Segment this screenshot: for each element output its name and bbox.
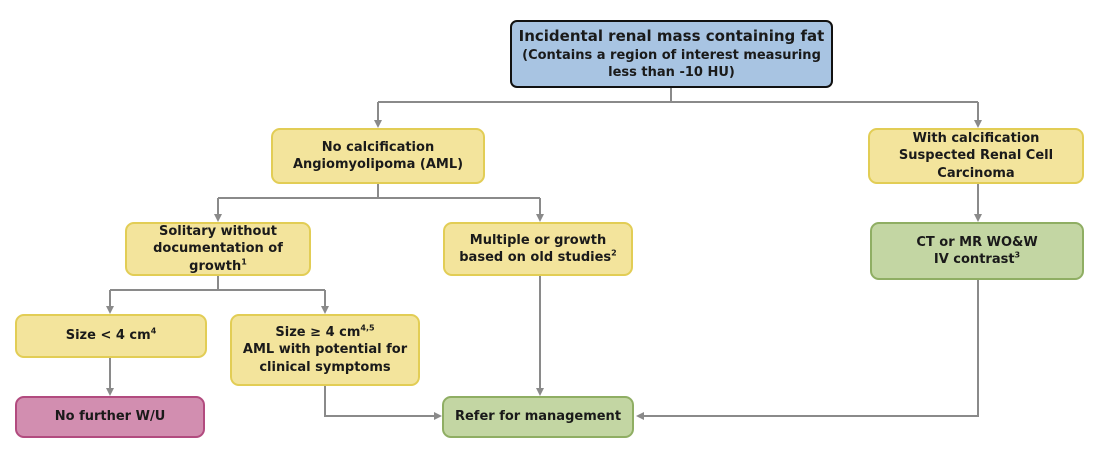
node-with-calc-line1: With calcification xyxy=(912,131,1040,147)
node-solitary-line2: documentation of growth xyxy=(153,241,283,274)
node-ct-or-mr: CT or MR WO&W IV contrast3 xyxy=(870,222,1084,280)
node-size-large-line1: Size ≥ 4 cm xyxy=(275,325,361,341)
footnote-3: 3 xyxy=(1014,250,1021,260)
node-size-small-line1: Size < 4 cm xyxy=(65,328,151,344)
node-no-calcification: No calcification Angiomyolipoma (AML) xyxy=(271,128,485,184)
node-no-calc-line2: Angiomyolipoma (AML) xyxy=(292,157,464,172)
connector-root-branches xyxy=(378,88,978,103)
node-root-line2: (Contains a region of interest measuring xyxy=(522,47,821,63)
footnote-1: 1 xyxy=(241,257,247,267)
connector-solitary-branches xyxy=(110,276,325,291)
node-size-large-line2: AML with potential for xyxy=(242,342,408,358)
node-root-line3: less than -10 HU) xyxy=(608,64,735,80)
footnote-4-5: 4,5 xyxy=(360,323,375,333)
connector-ct-mr-to-refer xyxy=(636,280,979,420)
node-no-further-workup: No further W/U xyxy=(15,396,205,438)
node-root-title: Incidental renal mass containing fat xyxy=(518,26,825,45)
node-ct-mr-line1: CT or MR WO&W xyxy=(916,234,1038,250)
node-size-large-line3: clinical symptoms xyxy=(259,359,391,375)
node-size-less-than-4cm: Size < 4 cm4 xyxy=(15,314,207,358)
node-no-further-line1: No further W/U xyxy=(54,409,166,425)
footnote-2: 2 xyxy=(611,248,617,258)
node-with-calc-line2: Suspected Renal Cell Carcinoma xyxy=(898,148,1054,181)
node-refer-for-management: Refer for management xyxy=(442,396,634,438)
connector-size-large-to-refer xyxy=(324,386,442,420)
node-multiple-line1: Multiple or growth xyxy=(469,232,607,248)
node-multiple-line2: based on old studies xyxy=(459,250,612,265)
node-ct-mr-line2: IV contrast xyxy=(933,252,1015,267)
node-with-calcification: With calcification Suspected Renal Cell … xyxy=(868,128,1084,184)
node-size-4cm-or-more: Size ≥ 4 cm4,5 AML with potential for cl… xyxy=(230,314,420,386)
node-solitary-line1: Solitary without xyxy=(159,224,277,240)
connector-no-calc-branches xyxy=(218,184,540,199)
node-solitary: Solitary without documentation of growth… xyxy=(125,222,311,276)
node-no-calc-line1: No calcification xyxy=(321,139,435,155)
footnote-4: 4 xyxy=(150,327,157,337)
node-refer-line1: Refer for management xyxy=(454,409,622,425)
node-incidental-renal-mass: Incidental renal mass containing fat (Co… xyxy=(510,20,833,88)
node-multiple-or-growth: Multiple or growth based on old studies2 xyxy=(443,222,633,276)
